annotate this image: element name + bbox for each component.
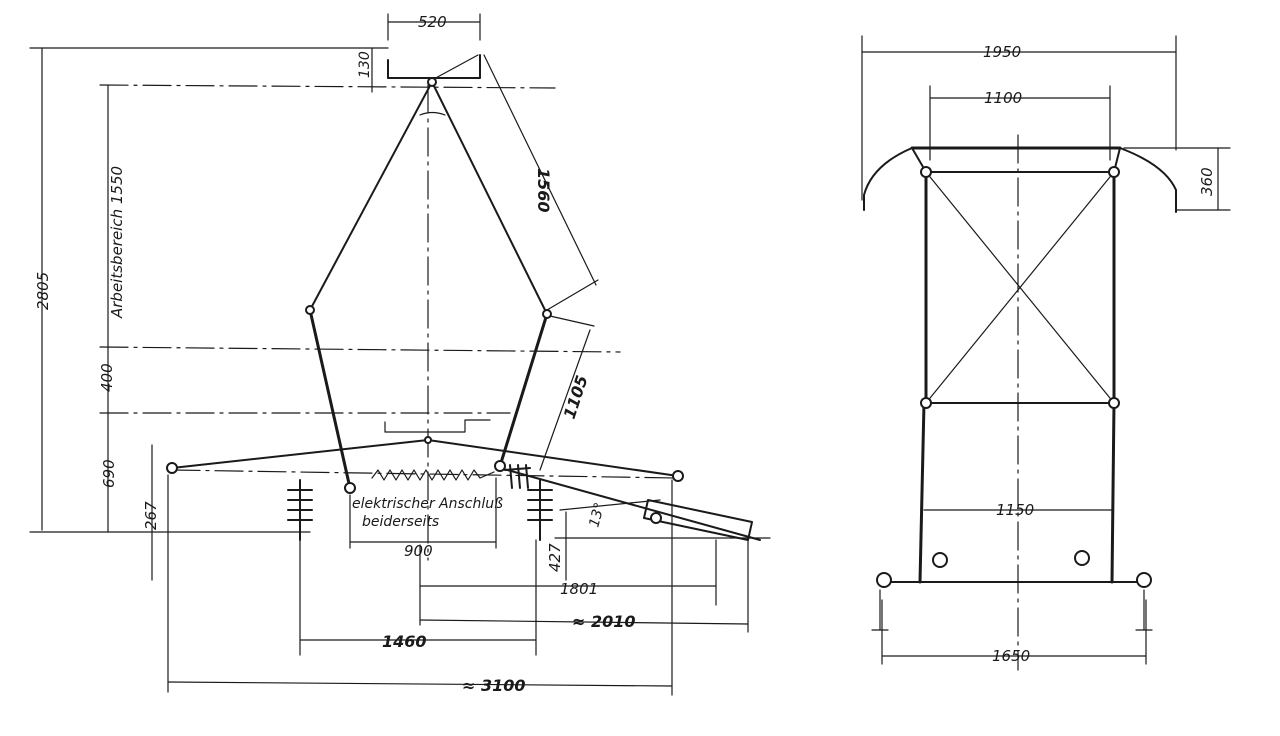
dimline-1105 — [539, 329, 591, 471]
dim-1150: 1150 — [996, 501, 1034, 519]
dim-360: 360 — [1198, 167, 1216, 196]
dim-1460: 1460 — [382, 632, 427, 651]
dim-1560: 1560 — [534, 168, 553, 213]
dim-690: 690 — [100, 459, 118, 488]
dimline-2010 — [419, 619, 749, 625]
insulator-right — [527, 479, 553, 541]
lower-arm-left — [308, 308, 352, 490]
dim-1801: 1801 — [560, 580, 598, 598]
dim-1650: 1650 — [992, 647, 1030, 665]
upper-arm-right — [431, 81, 548, 315]
front-leg-left — [918, 401, 926, 584]
contact-head — [387, 54, 481, 79]
reference-line-mid — [99, 346, 621, 353]
base-frame-right — [427, 439, 679, 477]
side-view: 520 130 2805 Arbeitsbereich 1550 1560 11… — [29, 13, 771, 696]
base-frame-lower — [171, 469, 679, 479]
front-joint-tl — [920, 166, 932, 178]
dim-angle: 13° — [586, 501, 608, 529]
front-foot-right — [1136, 572, 1152, 588]
front-bolt-left — [932, 552, 948, 568]
joint-base-center — [424, 436, 432, 444]
dimline-1560 — [483, 54, 597, 286]
front-horn-left — [863, 147, 913, 211]
label-working-range: Arbeitsbereich 1550 — [108, 166, 126, 319]
upper-arm-left — [309, 81, 433, 311]
joint-left-knee — [305, 305, 315, 315]
joint-base-left — [166, 462, 178, 474]
insulator-left — [287, 479, 313, 541]
arm-angle-arc — [419, 111, 446, 116]
dim-900: 900 — [404, 542, 433, 560]
angle-line — [559, 499, 661, 511]
front-joint-br — [1108, 397, 1120, 409]
lower-arm-right — [498, 312, 549, 468]
drive-rod — [499, 467, 761, 541]
front-diagonal-2 — [925, 171, 1115, 404]
spring — [371, 469, 495, 481]
front-horn-right — [1119, 147, 1177, 213]
dim-267: 267 — [142, 501, 160, 530]
joint-right-knee — [542, 309, 552, 319]
front-bolt-right — [1074, 550, 1090, 566]
front-view: 1950 1100 360 1150 1650 — [861, 35, 1231, 671]
joint-lower-right — [494, 460, 506, 472]
front-leg-right — [1110, 401, 1116, 584]
dim-1950: 1950 — [983, 43, 1021, 61]
note-electrical-connection: elektrischer Anschluß — [352, 496, 503, 512]
dimline-3100 — [167, 681, 673, 687]
dim-520: 520 — [418, 13, 447, 31]
front-foot-left — [876, 572, 892, 588]
base-bracket — [384, 419, 491, 433]
front-joint-tr — [1108, 166, 1120, 178]
joint-head — [427, 77, 437, 87]
joint-base-right — [672, 470, 684, 482]
dim-3100: ≈ 3100 — [462, 676, 526, 695]
base-frame-left — [171, 439, 429, 469]
reference-line-top — [99, 84, 556, 89]
joint-lower-left — [344, 482, 356, 494]
dim-1100: 1100 — [984, 89, 1022, 107]
head-brace — [431, 54, 479, 81]
insulator-spring-side — [504, 464, 531, 489]
dim-130: 130 — [357, 51, 373, 78]
dim-2010: ≈ 2010 — [572, 612, 636, 631]
dim-1105: 1105 — [560, 373, 592, 421]
note-both-sides: beiderseits — [362, 514, 439, 530]
dim-2805: 2805 — [34, 272, 52, 310]
joint-drive — [650, 512, 662, 524]
dim-400: 400 — [98, 363, 116, 392]
front-joint-bl — [920, 397, 932, 409]
dim-427: 427 — [546, 543, 564, 572]
